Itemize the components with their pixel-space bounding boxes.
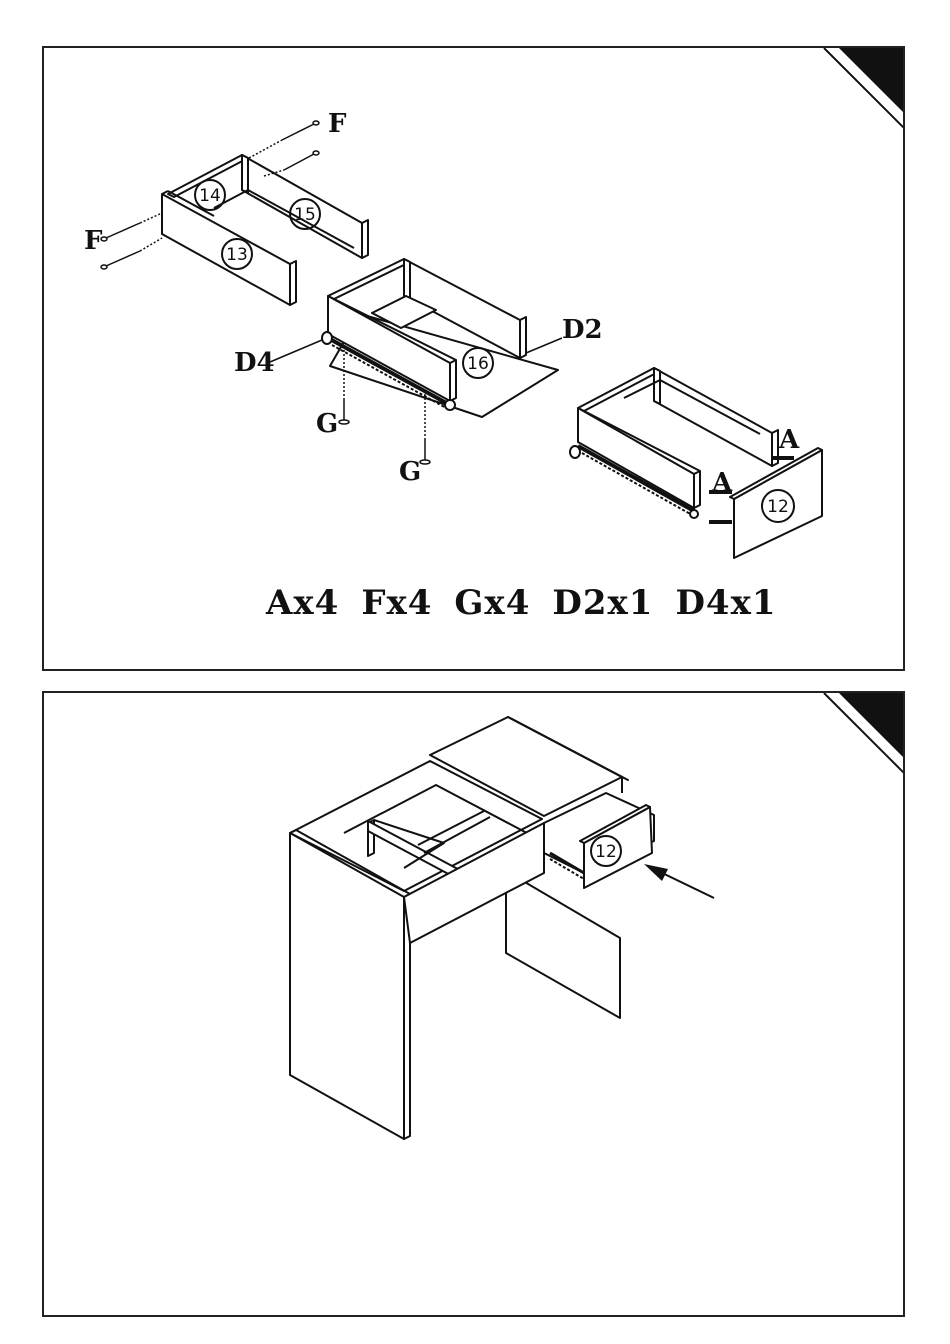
leader-D4 (270, 340, 322, 362)
label-F-left: F (84, 226, 103, 256)
svg-text:12: 12 (595, 842, 617, 862)
hardware-item-F: Fx4 (361, 583, 432, 623)
svg-text:15: 15 (294, 205, 316, 225)
drawer-middle-assembly (322, 259, 558, 417)
step-panel-2: 12 (42, 691, 905, 1317)
hardware-item-G: Gx4 (454, 583, 530, 623)
label-G-left: G (316, 409, 338, 439)
screw-F-left-group (101, 213, 162, 269)
step-corner-marker (824, 693, 905, 776)
svg-text:14: 14 (199, 186, 221, 206)
assembled-desk-diagram: 12 (44, 693, 905, 1317)
step-panel-1: 14 15 13 F F (42, 46, 905, 671)
label-A-bottom: A (711, 468, 733, 498)
exploded-drawer-diagram: 14 15 13 F F (44, 48, 905, 671)
hardware-item-A: Ax4 (266, 583, 339, 623)
label-G-right: G (399, 457, 421, 487)
label-F-top: F (328, 109, 347, 139)
hardware-list: Ax4 Fx4 Gx4 D2x1 D4x1 (266, 583, 799, 623)
part-14-marker: 14 (195, 180, 225, 210)
push-arrow (644, 864, 714, 898)
svg-text:16: 16 (467, 354, 489, 374)
hardware-item-D2: D2x1 (552, 583, 653, 623)
drawer-right-assembly (570, 368, 822, 558)
label-A-top: A (778, 425, 800, 455)
svg-text:13: 13 (226, 245, 248, 265)
label-D4: D4 (234, 348, 275, 378)
screw-G-right (420, 390, 430, 464)
hardware-item-D4: D4x1 (675, 583, 776, 623)
label-D2: D2 (562, 315, 603, 345)
desk-body (290, 717, 654, 1139)
step-corner-marker (824, 48, 905, 131)
svg-text:12: 12 (767, 497, 789, 517)
drawer-box-frame (162, 155, 368, 305)
leader-D2 (526, 338, 562, 353)
